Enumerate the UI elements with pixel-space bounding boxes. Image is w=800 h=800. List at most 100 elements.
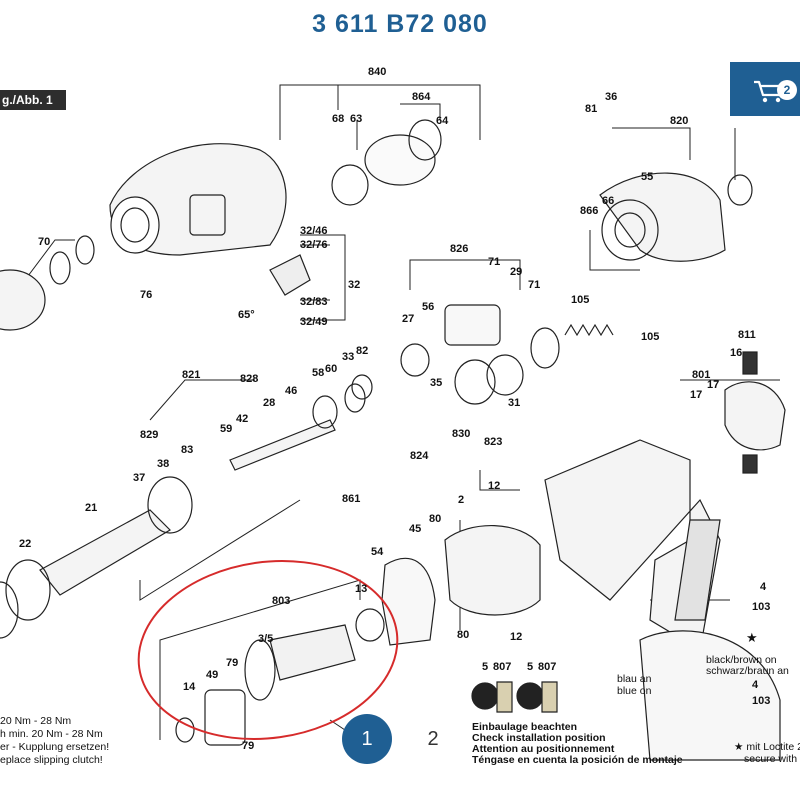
part-label: 3/5 [258,633,273,645]
torque-note: eplace slipping clutch! [0,754,103,766]
part-label: 5 [527,661,533,673]
part-label: 55 [641,171,653,183]
part-label: 828 [240,373,258,385]
leader-lines [9,84,780,741]
part-label: 45 [409,523,421,535]
part-label: 830 [452,428,470,440]
part-label: 821 [182,369,200,381]
part-label: 60 [325,363,337,375]
part-label: 22 [19,538,31,550]
install-note: Attention au positionnement [472,743,615,755]
star-icon: ★ [746,630,758,645]
part-label: 35 [430,377,442,389]
part-label: 807 [538,661,556,673]
part-label: 32/83 [300,296,328,308]
part-label: 66 [602,195,614,207]
highlight-ellipse [137,559,399,741]
part-label: 54 [371,546,384,558]
part-label: 801 [692,369,710,381]
part-label: 79 [226,657,238,669]
part-label: 28 [263,397,275,409]
part-label: 829 [140,429,158,441]
part-label: 42 [236,413,248,425]
part-label: 81 [585,103,597,115]
part-label: 58 [312,367,324,379]
part-label: 46 [285,385,297,397]
install-note: Téngase en cuenta la posición de montaje [472,754,683,766]
wire-note: blue on [617,685,652,697]
part-label: 56 [422,301,434,313]
part-label: 71 [488,256,500,268]
part-label: 826 [450,243,468,255]
part-label: 12 [488,480,500,492]
part-label: 36 [605,91,617,103]
part-label: 64 [436,115,449,127]
part-label: 82 [356,345,368,357]
part-label: 823 [484,436,502,448]
part-label: 864 [412,91,431,103]
part-label: 811 [738,329,756,341]
part-label: 32 [348,279,360,291]
part-label: 824 [410,450,429,462]
wire-note: black/brown on [706,654,777,666]
part-label: 866 [580,205,598,217]
part-label: 13 [355,583,367,595]
part-label: 14 [183,681,196,693]
part-label: 63 [350,113,362,125]
install-note: Check installation position [472,732,606,744]
install-note: Einbaulage beachten [472,721,578,733]
torque-note: h min. 20 Nm - 28 Nm [0,728,103,740]
part-label: 2 [458,494,464,506]
page-1-button[interactable]: 1 [342,714,392,764]
part-label: 21 [85,502,97,514]
loctite-note: secure with [744,753,798,765]
part-label: 38 [157,458,169,470]
cart-count-badge: 2 [777,80,797,100]
part-label: 31 [508,397,520,409]
part-label: 70 [38,236,50,248]
part-label: 80 [457,629,469,641]
part-label: 4 [760,581,767,593]
wire-note: blau an [617,673,652,685]
part-label: 33 [342,351,354,363]
part-shapes [0,119,786,761]
part-label: 32/49 [300,316,328,328]
part-label: 103 [752,695,770,707]
part-label: 803 [272,595,290,607]
part-label: 76 [140,289,152,301]
part-label: 68 [332,113,344,125]
part-label: 65° [238,309,255,321]
part-label: 32/76 [300,239,328,251]
part-label: 32/46 [300,225,328,237]
part-label: 17 [690,389,702,401]
part-label: 37 [133,472,145,484]
part-label: 17 [707,379,719,391]
loctite-note: ★ mit Loctite 2 [734,741,800,753]
part-label: 16 [730,347,742,359]
part-number-title: 3 611 B72 080 [312,10,488,38]
cart-button[interactable]: 2 [730,62,800,116]
part-label: 49 [206,669,218,681]
wire-note: schwarz/braun an [706,665,789,677]
part-label: 29 [510,266,522,278]
torque-note: er - Kupplung ersetzen! [0,741,110,753]
part-label: 27 [402,313,414,325]
part-label: 5 [482,661,488,673]
part-label: 80 [429,513,441,525]
part-label: 4 [752,679,759,691]
part-labels: 840 68 63 864 64 81 36 820 32/46 32/76 3… [19,66,770,752]
part-label: 105 [641,331,659,343]
part-label: 103 [752,601,770,613]
figure-tab[interactable]: g./Abb. 1 [0,90,66,110]
part-label: 840 [368,66,386,78]
part-label: 105 [571,294,589,306]
page-2-button[interactable]: 2 [427,728,439,750]
torque-note: 20 Nm - 28 Nm [0,715,72,727]
part-label: 83 [181,444,193,456]
part-label: 820 [670,115,688,127]
part-label: 79 [242,740,254,752]
part-label: 12 [510,631,522,643]
part-label: 861 [342,493,360,505]
part-label: 59 [220,423,232,435]
